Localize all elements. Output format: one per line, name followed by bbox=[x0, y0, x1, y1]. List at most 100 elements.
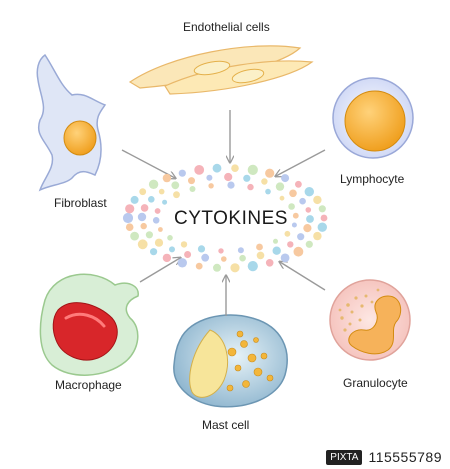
cytokine-dot bbox=[173, 191, 180, 199]
cytokine-dot bbox=[125, 204, 135, 214]
cytokine-dot bbox=[284, 230, 291, 237]
cytokine-dot bbox=[150, 248, 158, 256]
cytokine-dot bbox=[275, 182, 285, 191]
cytokine-dot bbox=[206, 174, 213, 181]
cytokine-dot bbox=[313, 231, 322, 241]
cytokine-dot bbox=[197, 245, 206, 253]
cytokine-dot bbox=[237, 247, 244, 254]
cytokine-dot bbox=[130, 195, 139, 204]
cytokine-dot bbox=[281, 174, 290, 183]
cytokine-dots bbox=[122, 163, 328, 273]
cytokine-dot bbox=[280, 253, 290, 263]
cytokine-dot bbox=[305, 240, 313, 248]
cytokine-dot bbox=[212, 163, 222, 173]
cytokine-dot bbox=[279, 195, 285, 201]
cytokine-dot bbox=[169, 246, 175, 253]
cytokine-dot bbox=[137, 239, 148, 250]
cytokine-dot bbox=[125, 223, 134, 231]
cytokine-dot bbox=[171, 181, 180, 190]
granulocyte-illustration bbox=[329, 279, 411, 361]
mast-cell-illustration bbox=[173, 314, 288, 408]
cytokine-dot bbox=[162, 199, 168, 205]
cytokine-dot bbox=[201, 253, 210, 262]
arrow-granulocyte bbox=[280, 262, 326, 291]
cytokine-dot bbox=[122, 212, 134, 224]
cytokine-dot bbox=[184, 251, 192, 258]
cytokine-dot bbox=[256, 251, 265, 260]
cytokine-dot bbox=[194, 165, 205, 175]
granulocyte-label: Granulocyte bbox=[343, 376, 408, 390]
cytokine-dot bbox=[167, 235, 173, 241]
cytokine-dot bbox=[195, 262, 203, 270]
watermark-logo: PIXTA bbox=[326, 449, 363, 465]
cytokine-dot bbox=[208, 183, 214, 189]
fibroblast-illustration bbox=[36, 53, 107, 192]
cytokine-dot bbox=[247, 164, 258, 175]
cytokine-dot bbox=[239, 254, 246, 262]
cytokine-dot bbox=[130, 231, 140, 241]
cytokine-dot bbox=[154, 238, 164, 247]
cytokine-dot bbox=[137, 212, 147, 222]
cytokine-dot bbox=[140, 222, 147, 230]
cytokine-dot bbox=[243, 174, 251, 182]
cytokine-dot bbox=[224, 172, 233, 182]
macrophage-label: Macrophage bbox=[55, 378, 122, 392]
cytokine-dot bbox=[231, 164, 239, 172]
cytokine-dot bbox=[213, 263, 221, 272]
cytokine-dot bbox=[145, 231, 153, 239]
cytokine-dot bbox=[289, 189, 297, 198]
cytokine-dot bbox=[178, 169, 186, 177]
fibroblast-label: Fibroblast bbox=[54, 196, 107, 210]
watermark-id: 115555789 bbox=[368, 449, 442, 465]
cytokine-dot bbox=[221, 256, 227, 262]
cytokine-dot bbox=[158, 188, 165, 195]
cytokine-dot bbox=[297, 233, 305, 241]
watermark: PIXTA 115555789 bbox=[0, 445, 450, 469]
cytokine-dot bbox=[148, 179, 159, 189]
cytokine-dot bbox=[256, 243, 263, 251]
cytokine-dot bbox=[158, 227, 163, 232]
arrows bbox=[121, 110, 326, 316]
cytokines-label: CYTOKINES bbox=[174, 208, 288, 229]
cytokine-dot bbox=[247, 261, 258, 272]
cytokine-dot bbox=[140, 204, 149, 212]
mast-cell-label: Mast cell bbox=[202, 418, 250, 432]
cytokine-dot bbox=[188, 177, 195, 185]
cytokine-dot bbox=[148, 196, 155, 203]
cytokine-dot bbox=[177, 258, 187, 268]
lymphocyte-illustration bbox=[332, 77, 414, 159]
macrophage-illustration bbox=[39, 273, 139, 376]
cytokine-dot bbox=[313, 195, 322, 205]
cytokine-dot bbox=[139, 188, 147, 196]
arrow-lymphocyte bbox=[276, 149, 326, 176]
arrow-fibroblast bbox=[121, 149, 175, 178]
cytokine-dot bbox=[295, 180, 302, 188]
cytokine-dot bbox=[306, 215, 314, 223]
cytokine-dot bbox=[272, 246, 281, 255]
cytokine-dot bbox=[247, 183, 254, 191]
endothelial-cells-label: Endothelial cells bbox=[183, 20, 270, 34]
cytokine-dot bbox=[189, 186, 196, 192]
cytokine-dot bbox=[299, 197, 306, 205]
cytokine-dot bbox=[162, 173, 172, 183]
cytokine-dot bbox=[273, 238, 278, 244]
cytokine-dot bbox=[152, 217, 160, 224]
cytokine-dot bbox=[293, 246, 304, 257]
cytokine-dot bbox=[292, 212, 299, 219]
cytokine-dot bbox=[154, 208, 161, 214]
cytokine-dot bbox=[288, 203, 295, 210]
cytokine-dot bbox=[261, 178, 268, 185]
cytokine-dot bbox=[265, 259, 274, 267]
cytokine-dot bbox=[305, 207, 312, 213]
cytokine-dot bbox=[317, 222, 327, 232]
cytokine-dot bbox=[162, 253, 172, 263]
cytokine-dot bbox=[265, 168, 275, 178]
cytokine-dot bbox=[230, 263, 240, 273]
endothelial-cells-illustration bbox=[128, 45, 314, 95]
cytokine-dot bbox=[318, 205, 326, 213]
lymphocyte-label: Lymphocyte bbox=[340, 172, 405, 186]
cytokine-dot bbox=[180, 241, 188, 248]
arrow-macrophage bbox=[139, 258, 180, 283]
cytokine-dot bbox=[227, 181, 235, 189]
